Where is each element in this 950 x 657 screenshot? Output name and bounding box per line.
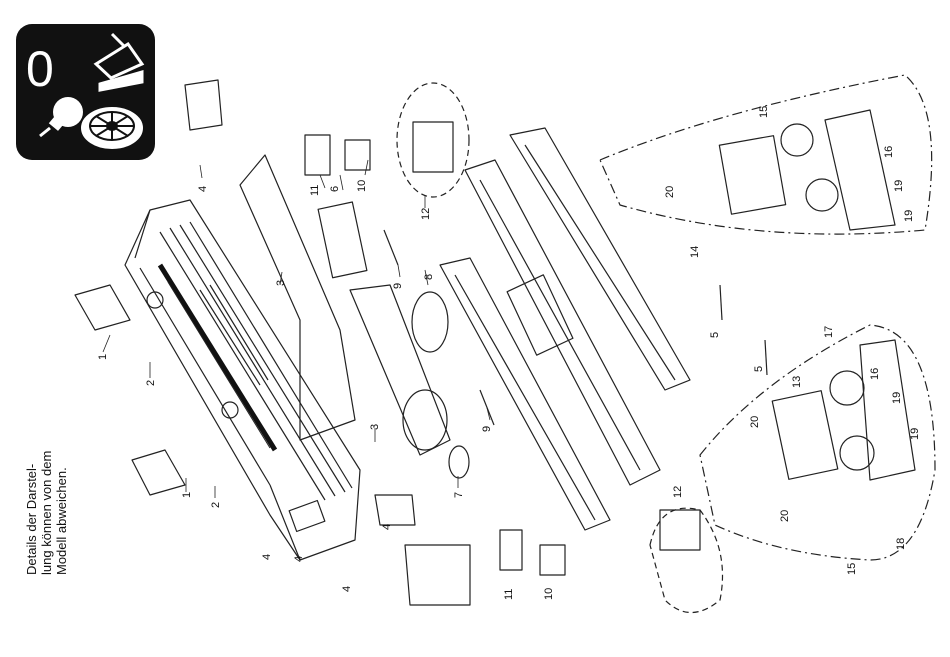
- callout-9-b: 9: [481, 426, 493, 432]
- callout-4-d: 4: [293, 556, 305, 562]
- part-10-lower: [540, 545, 565, 575]
- coupler-housing-top: [413, 122, 453, 172]
- callout-20-a: 20: [664, 186, 676, 198]
- callout-3-a: 3: [275, 280, 287, 286]
- group-12-bottom-outline: [650, 508, 723, 612]
- callout-11-a: 11: [309, 185, 321, 196]
- callout-5-b: 5: [753, 366, 765, 372]
- roof-plate: [240, 155, 367, 440]
- cab-part-4a: [185, 80, 222, 130]
- callout-6: 6: [329, 186, 341, 192]
- callout-2-a: 2: [145, 380, 157, 386]
- callout-19-a: 19: [893, 180, 905, 192]
- bogie-group-14-outline: [600, 75, 932, 234]
- axle-5-lower: [765, 340, 767, 375]
- callout-15-b: 15: [846, 563, 858, 575]
- callout-20-b: 20: [749, 416, 761, 428]
- coupler-housing-bottom: [660, 510, 700, 550]
- bogie-14: [719, 110, 895, 230]
- callout-4-c: 4: [261, 554, 273, 560]
- handrail-4b: [375, 495, 415, 525]
- callout-5-a: 5: [709, 332, 721, 338]
- callout-2-b: 2: [210, 502, 222, 508]
- cab-part-4c: [405, 545, 470, 605]
- callout-10-a: 10: [356, 180, 368, 192]
- callout-1-b: 1: [181, 492, 193, 498]
- bolt-9-upper: [384, 230, 398, 265]
- step-ladder-1-upper: [75, 285, 130, 330]
- frame-center: [465, 160, 660, 485]
- callout-9-a: 9: [392, 283, 404, 289]
- callout-8: 8: [423, 274, 435, 280]
- frame-left: [440, 258, 610, 530]
- callout-4-b: 4: [381, 524, 393, 530]
- callout-1-a: 1: [97, 354, 109, 360]
- callout-20-c: 20: [779, 510, 791, 522]
- callout-19-b: 19: [903, 210, 915, 222]
- callout-10-b: 10: [543, 588, 555, 600]
- callout-7: 7: [453, 492, 465, 498]
- frame-right: [510, 128, 690, 390]
- callout-12-b: 12: [672, 486, 684, 498]
- callout-3-b: 3: [369, 424, 381, 430]
- callout-11-b: 11: [503, 589, 515, 600]
- callout-18: 18: [895, 538, 907, 550]
- part-10-upper: [345, 140, 370, 170]
- callout-labels: 4 11 6 10 12 3 9 8 1 2 3 9 7 1 2 4 4 4 4…: [97, 106, 921, 600]
- callout-15-a: 15: [758, 106, 770, 118]
- chassis-weight: [350, 285, 450, 455]
- bogie-13: [772, 340, 915, 480]
- locomotive-body-shell: [125, 200, 360, 560]
- callout-19-d: 19: [909, 428, 921, 440]
- callout-4-a: 4: [197, 186, 209, 192]
- callout-4-e: 4: [341, 586, 353, 592]
- callout-16-b: 16: [869, 368, 881, 380]
- axle-5-upper: [720, 285, 722, 320]
- step-ladder-1-lower: [132, 450, 185, 495]
- bolt-9-lower: [480, 390, 494, 425]
- callout-12-a: 12: [420, 208, 432, 220]
- bogie-group-13-outline: [700, 325, 935, 560]
- callout-17: 17: [823, 326, 835, 338]
- group-12-top-outline: [397, 83, 469, 197]
- flywheel-7: [449, 446, 469, 478]
- callout-14: 14: [689, 246, 701, 258]
- part-11-upper: [305, 135, 330, 175]
- callout-13: 13: [791, 376, 803, 388]
- callout-19-c: 19: [891, 392, 903, 404]
- part-11-lower: [500, 530, 522, 570]
- callout-16-a: 16: [883, 146, 895, 158]
